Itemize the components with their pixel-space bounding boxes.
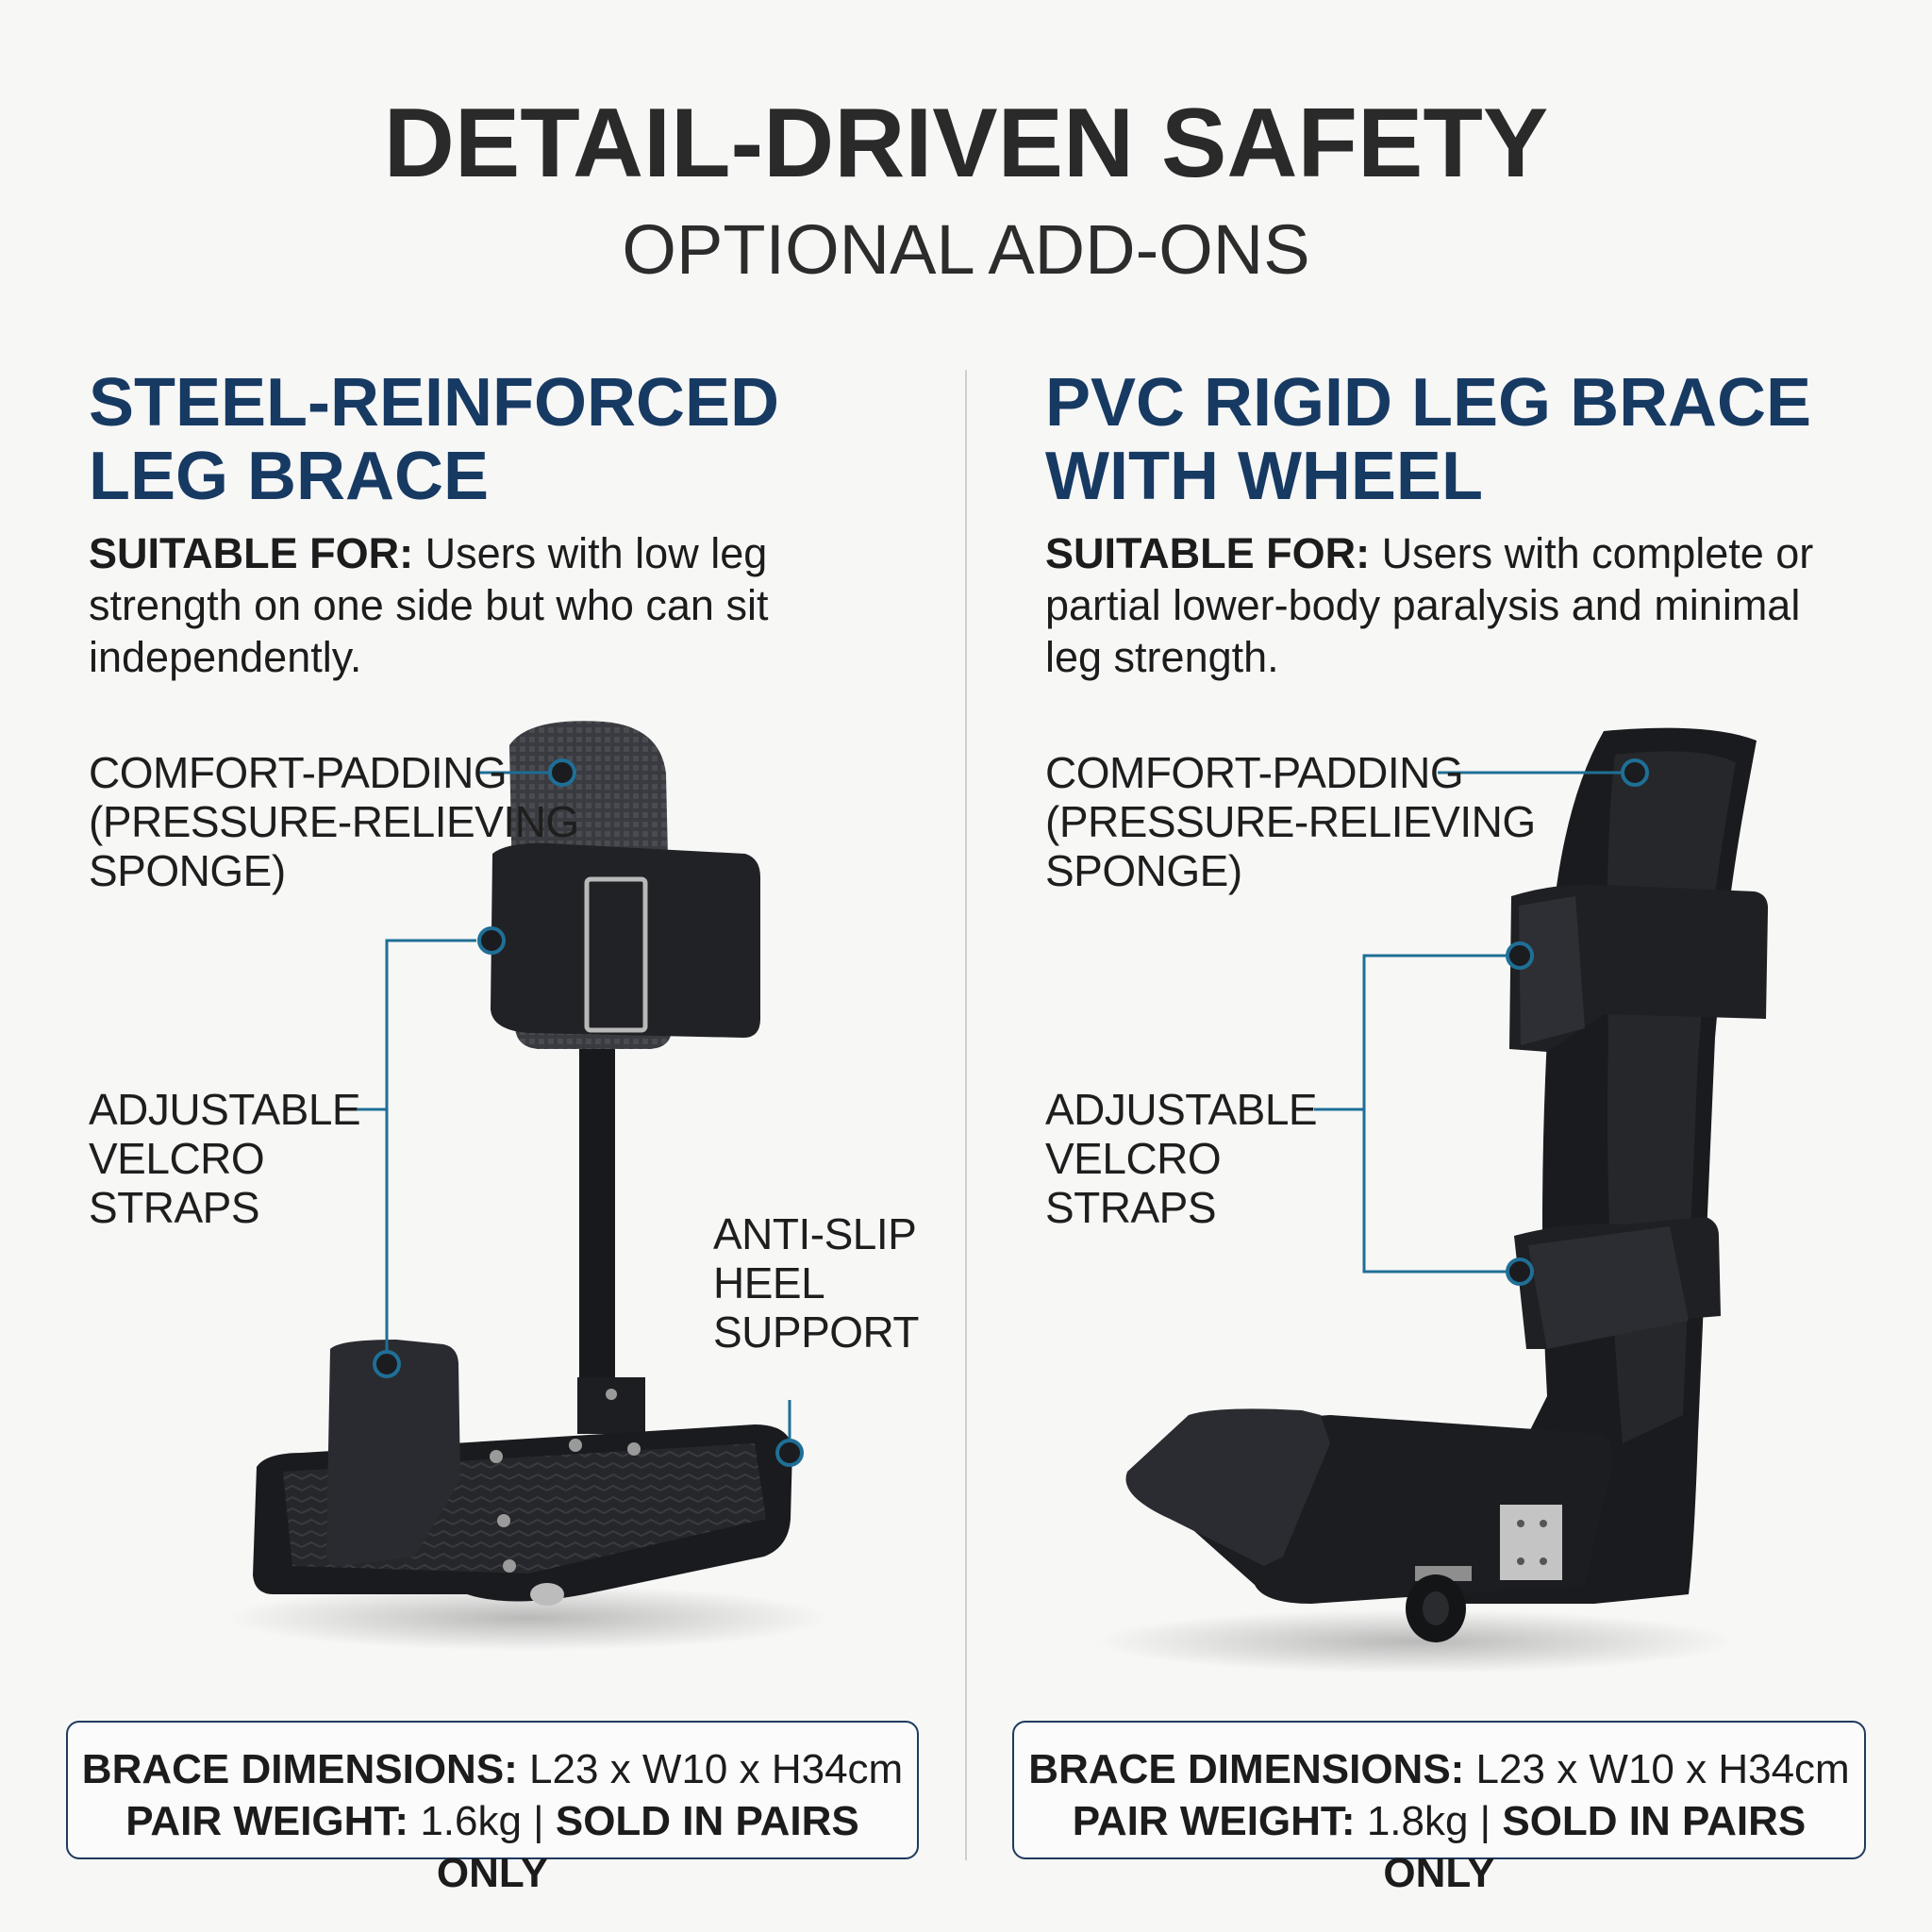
right-padding-line1: COMFORT-PADDING [1045,748,1464,797]
right-callout-padding: COMFORT-PADDING (PRESSURE-RELIEVING SPON… [1045,748,1536,895]
column-divider [965,370,967,1860]
right-spec-dimensions: BRACE DIMENSIONS: L23 x W10 x H34cm [1014,1743,1864,1795]
right-heading-line1: PVC RIGID LEG BRACE [1045,365,1812,441]
right-spec-box: BRACE DIMENSIONS: L23 x W10 x H34cm PAIR… [1012,1721,1866,1896]
right-straps-line1: ADJUSTABLE [1045,1085,1318,1134]
left-heading: STEEL-REINFORCED LEG BRACE [89,366,779,513]
left-weight-value: 1.6kg | [408,1798,556,1844]
page-title: DETAIL-DRIVEN SAFETY [383,89,1549,198]
right-heading-line2: WITH WHEEL [1045,439,1483,514]
right-padding-line3: SPONGE) [1045,846,1242,895]
right-straps-line3: STRAPS [1045,1183,1217,1232]
left-spec-weight: PAIR WEIGHT: 1.6kg | SOLD IN PAIRS ONLY [68,1795,917,1899]
callout-lines [357,771,1623,1453]
left-padding-line2: (PRESSURE-RELIEVING [89,797,579,846]
right-straps-line2: VELCRO [1045,1134,1222,1183]
left-straps-line1: ADJUSTABLE [89,1085,361,1134]
callout-dots [373,758,1649,1467]
left-spec-box: BRACE DIMENSIONS: L23 x W10 x H34cm PAIR… [66,1721,919,1896]
left-suitable-label: SUITABLE FOR: [89,529,414,577]
left-callout-padding: COMFORT-PADDING (PRESSURE-RELIEVING SPON… [89,748,579,895]
left-dim-value: L23 x W10 x H34cm [517,1746,904,1792]
left-heel-line3: SUPPORT [713,1307,920,1357]
left-straps-line2: VELCRO [89,1134,265,1183]
left-spec-dimensions: BRACE DIMENSIONS: L23 x W10 x H34cm [68,1743,917,1795]
right-weight-value: 1.8kg | [1355,1798,1503,1844]
left-heel-line1: ANTI-SLIP [713,1209,917,1258]
right-suitable-label: SUITABLE FOR: [1045,529,1371,577]
right-weight-label: PAIR WEIGHT: [1072,1798,1356,1844]
right-callout-straps: ADJUSTABLE VELCRO STRAPS [1045,1085,1318,1232]
left-heading-line1: STEEL-REINFORCED [89,365,780,441]
left-padding-line1: COMFORT-PADDING [89,748,508,797]
right-suitable: SUITABLE FOR: Users with complete or par… [1045,527,1857,683]
right-heading: PVC RIGID LEG BRACE WITH WHEEL [1045,366,1811,513]
pvc-brace-image [1094,727,1769,1674]
left-callout-straps: ADJUSTABLE VELCRO STRAPS [89,1085,361,1232]
left-suitable-text: Users with low leg strength on one side … [89,529,769,681]
right-dim-label: BRACE DIMENSIONS: [1028,1746,1465,1792]
left-pairs-note: SOLD IN PAIRS ONLY [436,1798,859,1896]
left-padding-line3: SPONGE) [89,846,286,895]
right-pairs-note: SOLD IN PAIRS ONLY [1383,1798,1807,1896]
left-heading-line2: LEG BRACE [89,439,490,514]
right-dim-value: L23 x W10 x H34cm [1464,1746,1850,1792]
left-callout-heel: ANTI-SLIP HEEL SUPPORT [713,1209,920,1357]
left-dim-label: BRACE DIMENSIONS: [81,1746,518,1792]
right-spec-weight: PAIR WEIGHT: 1.8kg | SOLD IN PAIRS ONLY [1014,1795,1864,1899]
left-suitable: SUITABLE FOR: Users with low leg strengt… [89,527,843,683]
left-straps-line3: STRAPS [89,1183,260,1232]
right-padding-line2: (PRESSURE-RELIEVING [1045,797,1536,846]
page-subtitle: OPTIONAL ADD-ONS [622,210,1310,289]
steel-brace-image [226,721,830,1651]
left-weight-label: PAIR WEIGHT: [125,1798,409,1844]
left-heel-line2: HEEL [713,1258,825,1307]
right-suitable-text: Users with complete or partial lower-bod… [1045,529,1814,681]
